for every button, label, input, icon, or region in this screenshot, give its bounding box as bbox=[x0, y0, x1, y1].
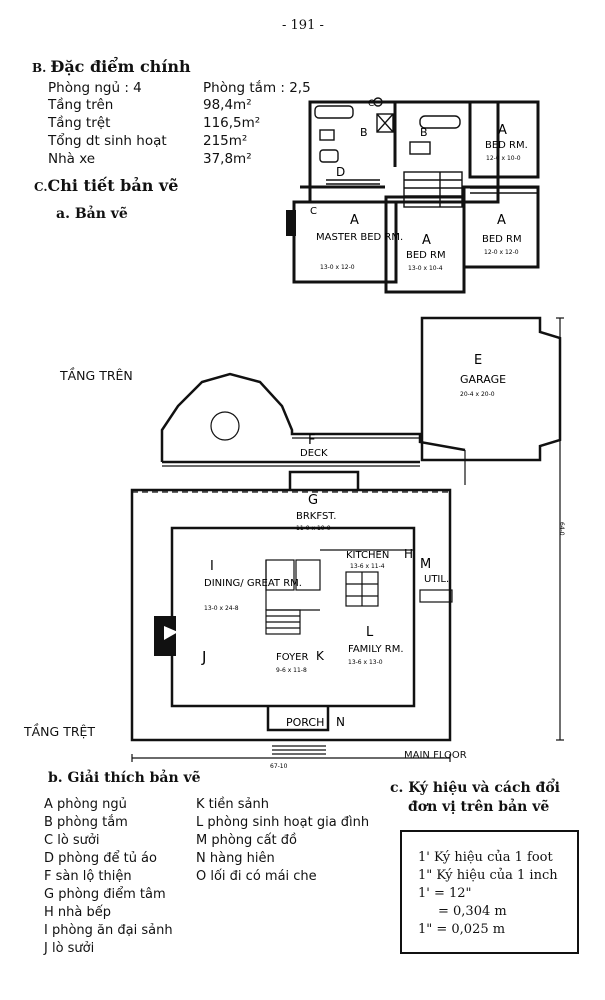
legend-item: J lò sưởi bbox=[44, 941, 95, 956]
page-number: - 191 - bbox=[282, 18, 324, 33]
garage-name: GARAGE bbox=[460, 373, 506, 386]
upper-room-letter: A bbox=[350, 213, 359, 228]
section-b-title: Đặc điểm chính bbox=[50, 57, 191, 76]
tang-tren-label: TẦNG TRÊN bbox=[60, 368, 133, 383]
porch-letter: N bbox=[336, 715, 345, 729]
legend-item: G phòng điểm tâm bbox=[44, 887, 166, 902]
upper-bedroom-ne bbox=[468, 100, 540, 179]
spec-value: Phòng tắm : 2,5 bbox=[203, 80, 311, 96]
section-c-title: Chi tiết bản vẽ bbox=[47, 176, 179, 195]
legend-item: F sàn lộ thiện bbox=[44, 869, 132, 884]
legend-heading: b. Giải thích bản vẽ bbox=[48, 770, 201, 786]
units-line: 1' = 12" bbox=[418, 886, 472, 901]
kitchen-name: KITCHEN bbox=[346, 550, 389, 561]
family-letter: L bbox=[366, 625, 374, 640]
legend-item: M phòng cất đồ bbox=[196, 833, 297, 848]
upper-room-name: MASTER BED RM. bbox=[316, 232, 403, 243]
family-dims: 13-6 x 13-0 bbox=[348, 659, 383, 666]
upper-room-dims: 13-0 x 10-4 bbox=[408, 265, 443, 272]
garage-letter: E bbox=[474, 353, 482, 368]
upper-fireplace-icon bbox=[286, 210, 296, 236]
upper-master-bedroom bbox=[292, 200, 398, 284]
porch-name: PORCH bbox=[286, 716, 324, 729]
foyer-dims: 9-6 x 11-8 bbox=[276, 667, 307, 674]
spec-label: Phòng ngủ : 4 bbox=[48, 80, 142, 96]
dining-dims: 13-0 x 24-8 bbox=[204, 605, 239, 612]
family-name: FAMILY RM. bbox=[348, 644, 404, 655]
upper-mark-d: D bbox=[336, 165, 345, 179]
upper-floor-plan: B B C D C A BED RM. 12-0 x 10-0 A MASTER… bbox=[286, 97, 540, 294]
legend-item: O lối đi có mái che bbox=[196, 869, 317, 884]
section-c-letter: C. bbox=[34, 180, 48, 194]
legend-item: H nhà bếp bbox=[44, 905, 111, 920]
units-line: = 0,304 m bbox=[438, 904, 507, 919]
spec-label: Nhà xe bbox=[48, 151, 96, 167]
upper-room-letter: A bbox=[497, 213, 506, 228]
upper-room-letter: A bbox=[422, 233, 431, 248]
legend-left-list: A phòng ngủ B phòng tắm C lò sưởi D phòn… bbox=[44, 796, 234, 958]
upper-mark-c2: C bbox=[310, 206, 317, 217]
dining-name: DINING/ GREAT RM. bbox=[204, 578, 302, 589]
brkfst-dims: 11-0 x 10-0 bbox=[296, 525, 331, 532]
deck-outline bbox=[160, 372, 466, 462]
upper-room-name: BED RM. bbox=[485, 140, 528, 151]
legend-item: C lò sưởi bbox=[44, 833, 100, 848]
units-line: 1' Ký hiệu của 1 foot bbox=[418, 850, 553, 865]
legend-item: K tiền sảnh bbox=[196, 797, 269, 812]
main-floor-label: MAIN FLOOR bbox=[404, 750, 467, 761]
legend-right-list: K tiền sảnh L phòng sinh hoạt gia đình M… bbox=[196, 796, 401, 886]
spec-value: 37,8m² bbox=[203, 151, 252, 167]
depth-dimension: 64-0 bbox=[558, 522, 565, 536]
legend-item: A phòng ngủ bbox=[44, 797, 127, 812]
upper-mark-c: C bbox=[368, 99, 374, 109]
section-c-sub-heading: a. Bản vẽ bbox=[56, 206, 128, 222]
upper-room-name: BED RM bbox=[482, 234, 522, 245]
width-dimension: 67-10 bbox=[270, 763, 288, 770]
legend-item: L phòng sinh hoạt gia đình bbox=[196, 815, 370, 830]
tang-tret-label: TẦNG TRỆT bbox=[24, 724, 96, 739]
section-b-heading: B.Đặc điểm chính bbox=[32, 57, 191, 76]
spa-circle bbox=[210, 411, 240, 441]
upper-room-dims: 12-0 x 12-0 bbox=[484, 249, 519, 256]
util-letter: M bbox=[420, 557, 431, 572]
units-line: 1" Ký hiệu của 1 inch bbox=[418, 868, 558, 883]
units-heading-line1: c. Ký hiệu và cách đổi bbox=[390, 780, 560, 796]
main-floor-plan: E GARAGE 20-4 x 20-0 F DECK G BRKFST. 11… bbox=[130, 316, 565, 770]
upper-room-letter: A bbox=[498, 123, 507, 138]
upper-mark-b2: B bbox=[420, 126, 428, 139]
garage-dims: 20-4 x 20-0 bbox=[460, 391, 495, 398]
spec-value: 215m² bbox=[203, 133, 248, 149]
spec-label: Tổng dt sinh hoạt bbox=[48, 133, 167, 149]
foyer-letter: K bbox=[316, 649, 325, 663]
deck-name: DECK bbox=[300, 448, 328, 459]
garage-outline bbox=[420, 316, 562, 462]
spec-value: 98,4m² bbox=[203, 97, 252, 113]
legend-item: N hàng hiên bbox=[196, 851, 275, 866]
util-name: UTIL. bbox=[424, 574, 449, 585]
units-line: 1" = 0,025 m bbox=[418, 922, 506, 937]
fireplace-letter: J bbox=[201, 648, 206, 666]
deck-letter: F bbox=[308, 433, 315, 448]
legend-item: D phòng để tủ áo bbox=[44, 851, 157, 866]
legend-item: I phòng ăn đại sảnh bbox=[44, 923, 173, 938]
units-box: 1' Ký hiệu của 1 foot 1" Ký hiệu của 1 i… bbox=[400, 830, 579, 954]
kitchen-letter: H bbox=[404, 547, 413, 561]
foyer-name: FOYER bbox=[276, 652, 309, 663]
upper-room-dims: 13-0 x 12-0 bbox=[320, 264, 355, 271]
brkfst-name: BRKFST. bbox=[296, 511, 336, 522]
section-b-letter: B. bbox=[32, 61, 47, 75]
dining-letter: I bbox=[210, 559, 214, 574]
section-c-heading: C.Chi tiết bản vẽ bbox=[34, 176, 178, 195]
upper-mark-b1: B bbox=[360, 126, 368, 139]
spec-value: 116,5m² bbox=[203, 115, 261, 131]
brkfst-letter: G bbox=[308, 493, 318, 508]
kitchen-dims: 13-6 x 11-4 bbox=[350, 563, 385, 570]
units-heading-line2: đơn vị trên bản vẽ bbox=[408, 799, 550, 815]
legend-item: B phòng tắm bbox=[44, 815, 128, 830]
spec-label: Tầng trệt bbox=[48, 115, 111, 131]
upper-room-dims: 12-0 x 10-0 bbox=[486, 155, 521, 162]
upper-room-name: BED RM bbox=[406, 250, 446, 261]
spec-label: Tầng trên bbox=[48, 97, 114, 113]
